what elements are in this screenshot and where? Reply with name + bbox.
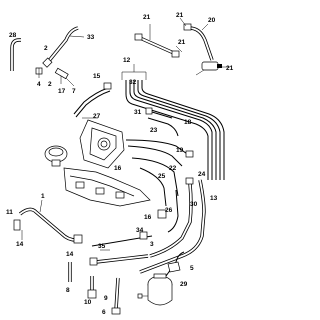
callout-11: 11	[6, 209, 13, 216]
hose-13-30	[139, 177, 206, 274]
callout-labels: 28 33 2 4 2 17 7 15 12 32 21 21 20 21 21…	[6, 12, 234, 316]
callout-14-mid: 14	[66, 251, 74, 258]
callout-21-top-right: 21	[176, 12, 184, 19]
callout-31: 31	[134, 109, 142, 116]
callout-7: 7	[72, 88, 76, 95]
callout-21-mid: 21	[178, 39, 186, 46]
egr-valve	[44, 145, 68, 167]
callout-2: 2	[44, 45, 48, 52]
hose-20	[179, 17, 214, 61]
callout-21-top: 21	[143, 14, 151, 21]
hoses-6-8-9-10	[68, 262, 121, 315]
hose-21-upper	[134, 24, 183, 58]
callout-25: 25	[158, 173, 166, 180]
callout-8: 8	[66, 287, 70, 294]
callout-22: 22	[169, 165, 177, 172]
callout-24: 24	[198, 171, 206, 178]
hose-28	[10, 38, 21, 71]
callout-14-left: 14	[16, 241, 24, 248]
hose-group-22-31	[125, 107, 194, 207]
callout-15: 15	[93, 73, 101, 80]
vacuum-canister-29	[137, 251, 185, 306]
callout-12: 12	[123, 57, 131, 64]
callout-16-carb: 16	[114, 165, 122, 172]
callout-27: 27	[93, 113, 101, 120]
callout-29: 29	[180, 281, 188, 288]
callout-6: 6	[102, 309, 106, 316]
hose-27	[73, 82, 112, 119]
carburetor-assembly	[63, 119, 151, 207]
callout-28: 28	[9, 32, 17, 39]
callout-5: 5	[190, 265, 194, 272]
callout-4: 4	[37, 81, 41, 88]
hose-33	[46, 26, 85, 64]
callout-33: 33	[87, 34, 95, 41]
connector-2-top	[35, 57, 53, 78]
callout-34: 34	[136, 227, 144, 234]
callout-23: 23	[150, 127, 158, 134]
bracket-5	[167, 261, 181, 273]
connector-17	[54, 67, 75, 87]
valve-21	[195, 61, 230, 76]
callout-26: 26	[165, 207, 173, 214]
hose-34-35	[89, 231, 153, 266]
callout-32: 32	[129, 79, 137, 86]
callout-1: 1	[41, 193, 45, 200]
callout-19: 19	[176, 147, 184, 154]
callout-17: 17	[58, 88, 66, 95]
callout-21-right: 21	[226, 65, 234, 72]
callout-3: 3	[150, 241, 154, 248]
callout-18: 18	[184, 119, 192, 126]
callout-10: 10	[84, 299, 92, 306]
callout-9: 9	[104, 295, 108, 302]
callout-30: 30	[190, 201, 198, 208]
callout-16-lower: 16	[144, 214, 152, 221]
callout-35: 35	[98, 243, 106, 250]
vacuum-hose-routing-diagram: 28 33 2 4 2 17 7 15 12 32 21 21 20 21 21…	[6, 12, 234, 316]
hose-1	[13, 199, 83, 244]
hose-bundle-12	[121, 64, 225, 180]
callout-20: 20	[208, 17, 216, 24]
callout-13: 13	[210, 195, 218, 202]
callout-2-lower: 2	[48, 81, 52, 88]
